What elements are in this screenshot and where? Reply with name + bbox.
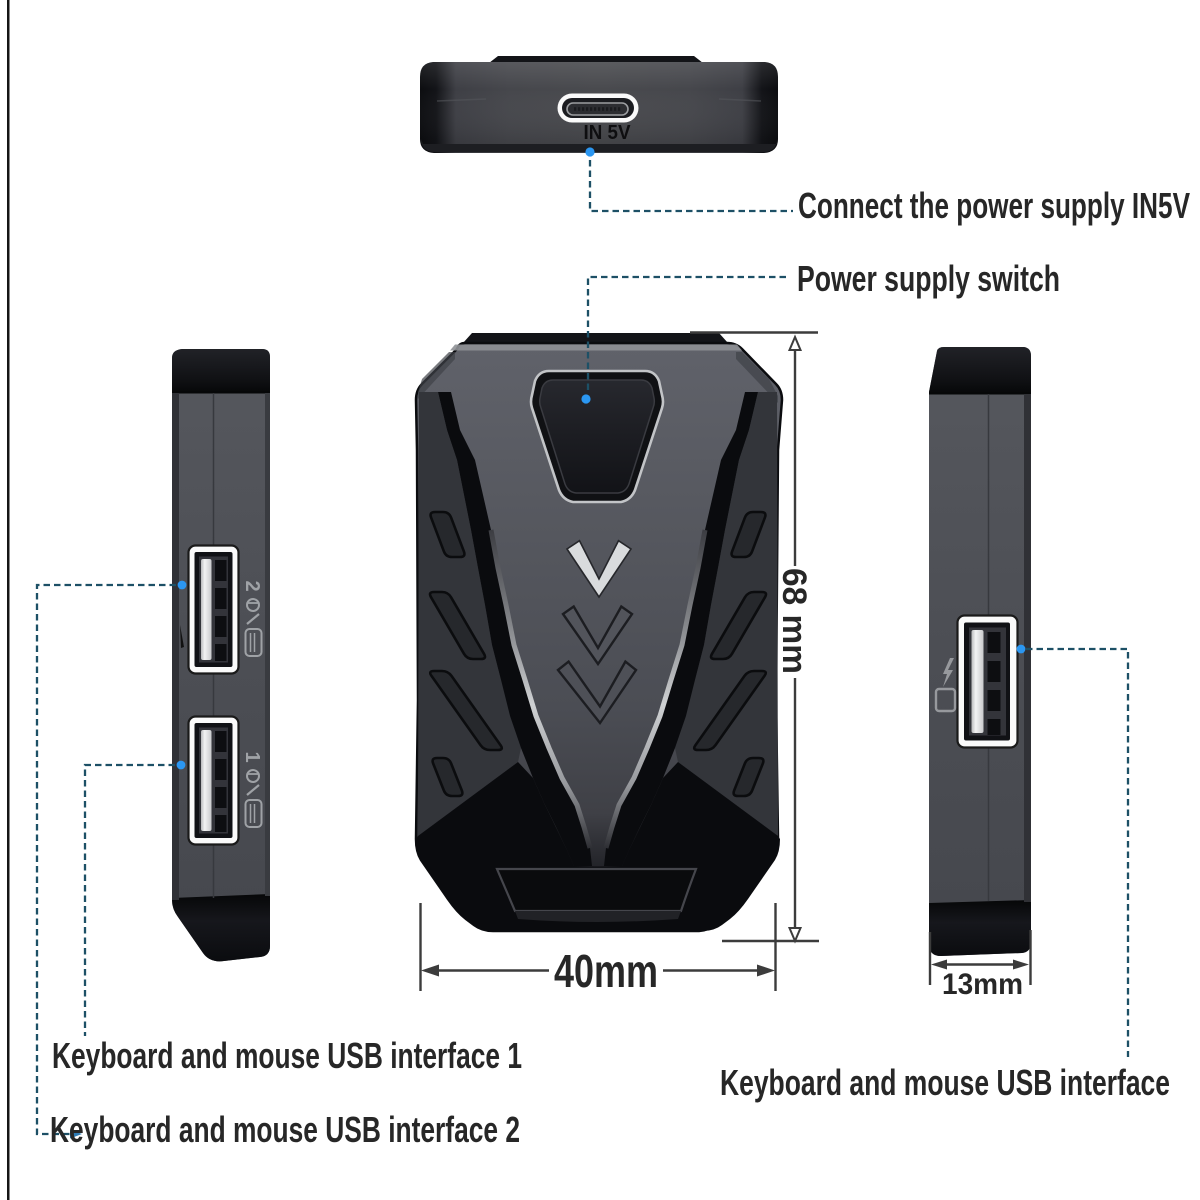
- svg-text:Power supply switch: Power supply switch: [797, 258, 1060, 299]
- svg-text:IN 5V: IN 5V: [584, 122, 632, 144]
- svg-text:2: 2: [241, 580, 263, 591]
- svg-text:Keyboard and mouse USB interfa: Keyboard and mouse USB interface 2: [50, 1109, 520, 1150]
- svg-text:1: 1: [241, 751, 263, 762]
- svg-text:13mm: 13mm: [942, 968, 1023, 1001]
- svg-text:Connect the power supply IN5V: Connect the power supply IN5V: [798, 185, 1190, 226]
- svg-text:40mm: 40mm: [554, 945, 658, 997]
- svg-text:Keyboard and mouse USB interfa: Keyboard and mouse USB interface 1: [52, 1035, 522, 1076]
- svg-text:68 mm: 68 mm: [775, 568, 813, 674]
- svg-text:Keyboard and mouse USB interfa: Keyboard and mouse USB interface: [720, 1062, 1170, 1103]
